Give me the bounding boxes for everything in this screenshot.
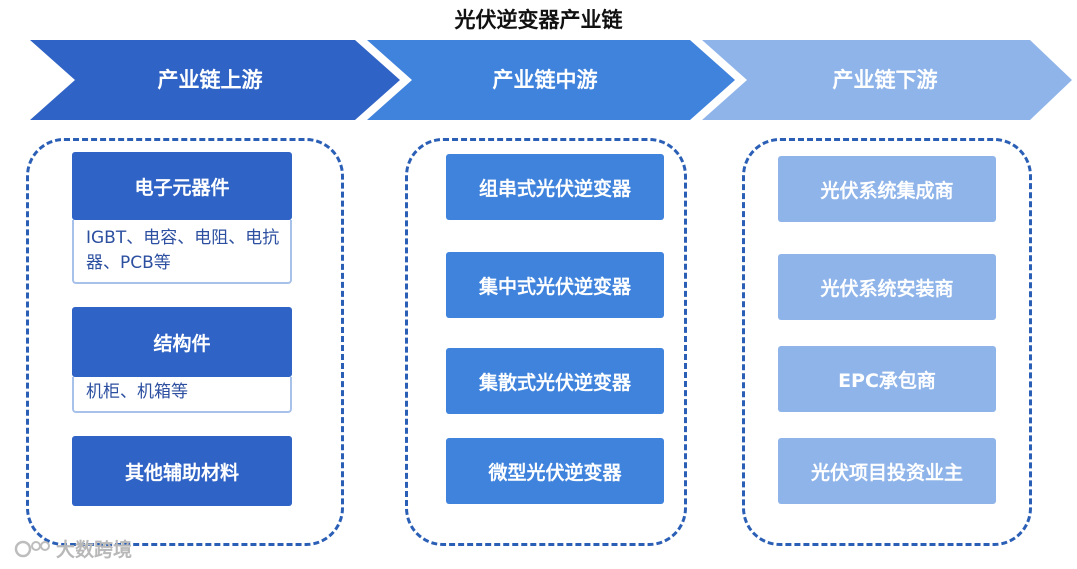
watermark-logo-icon [14,540,50,557]
stage-arrow-upstream [30,40,400,120]
midstream-item-distributed-inverter: 集散式光伏逆变器 [446,348,664,414]
midstream-item-central-inverter: 集中式光伏逆变器 [446,252,664,318]
downstream-item-epc-contractor: EPC承包商 [778,346,996,412]
midstream-group [405,138,687,546]
midstream-item-string-inverter: 组串式光伏逆变器 [446,154,664,220]
midstream-item-micro-inverter: 微型光伏逆变器 [446,438,664,504]
stage-label-midstream: 产业链中游 [492,68,598,92]
stage-label-upstream: 产业链上游 [157,68,263,92]
stage-arrow-midstream [367,40,735,120]
watermark: 大数跨境 [14,535,132,562]
downstream-group [742,138,1032,546]
upstream-item-electronic-components: 电子元器件 [72,152,292,220]
downstream-item-project-investor: 光伏项目投资业主 [778,438,996,504]
upstream-item-electronic-components-detail: IGBT、电容、电阻、电抗器、PCB等 [72,220,292,284]
upstream-item-structural-parts-detail: 机柜、机箱等 [72,377,292,413]
stage-label-downstream: 产业链下游 [832,68,938,92]
downstream-item-system-installer: 光伏系统安装商 [778,254,996,320]
diagram-title: 光伏逆变器产业链 [454,7,623,32]
downstream-item-system-integrator: 光伏系统集成商 [778,156,996,222]
watermark-text: 大数跨境 [56,539,133,561]
stage-arrow-downstream [702,40,1072,120]
upstream-group [26,138,344,546]
upstream-item-auxiliary-materials: 其他辅助材料 [72,436,292,506]
upstream-item-structural-parts: 结构件 [72,307,292,377]
stage-arrows [30,40,1072,120]
